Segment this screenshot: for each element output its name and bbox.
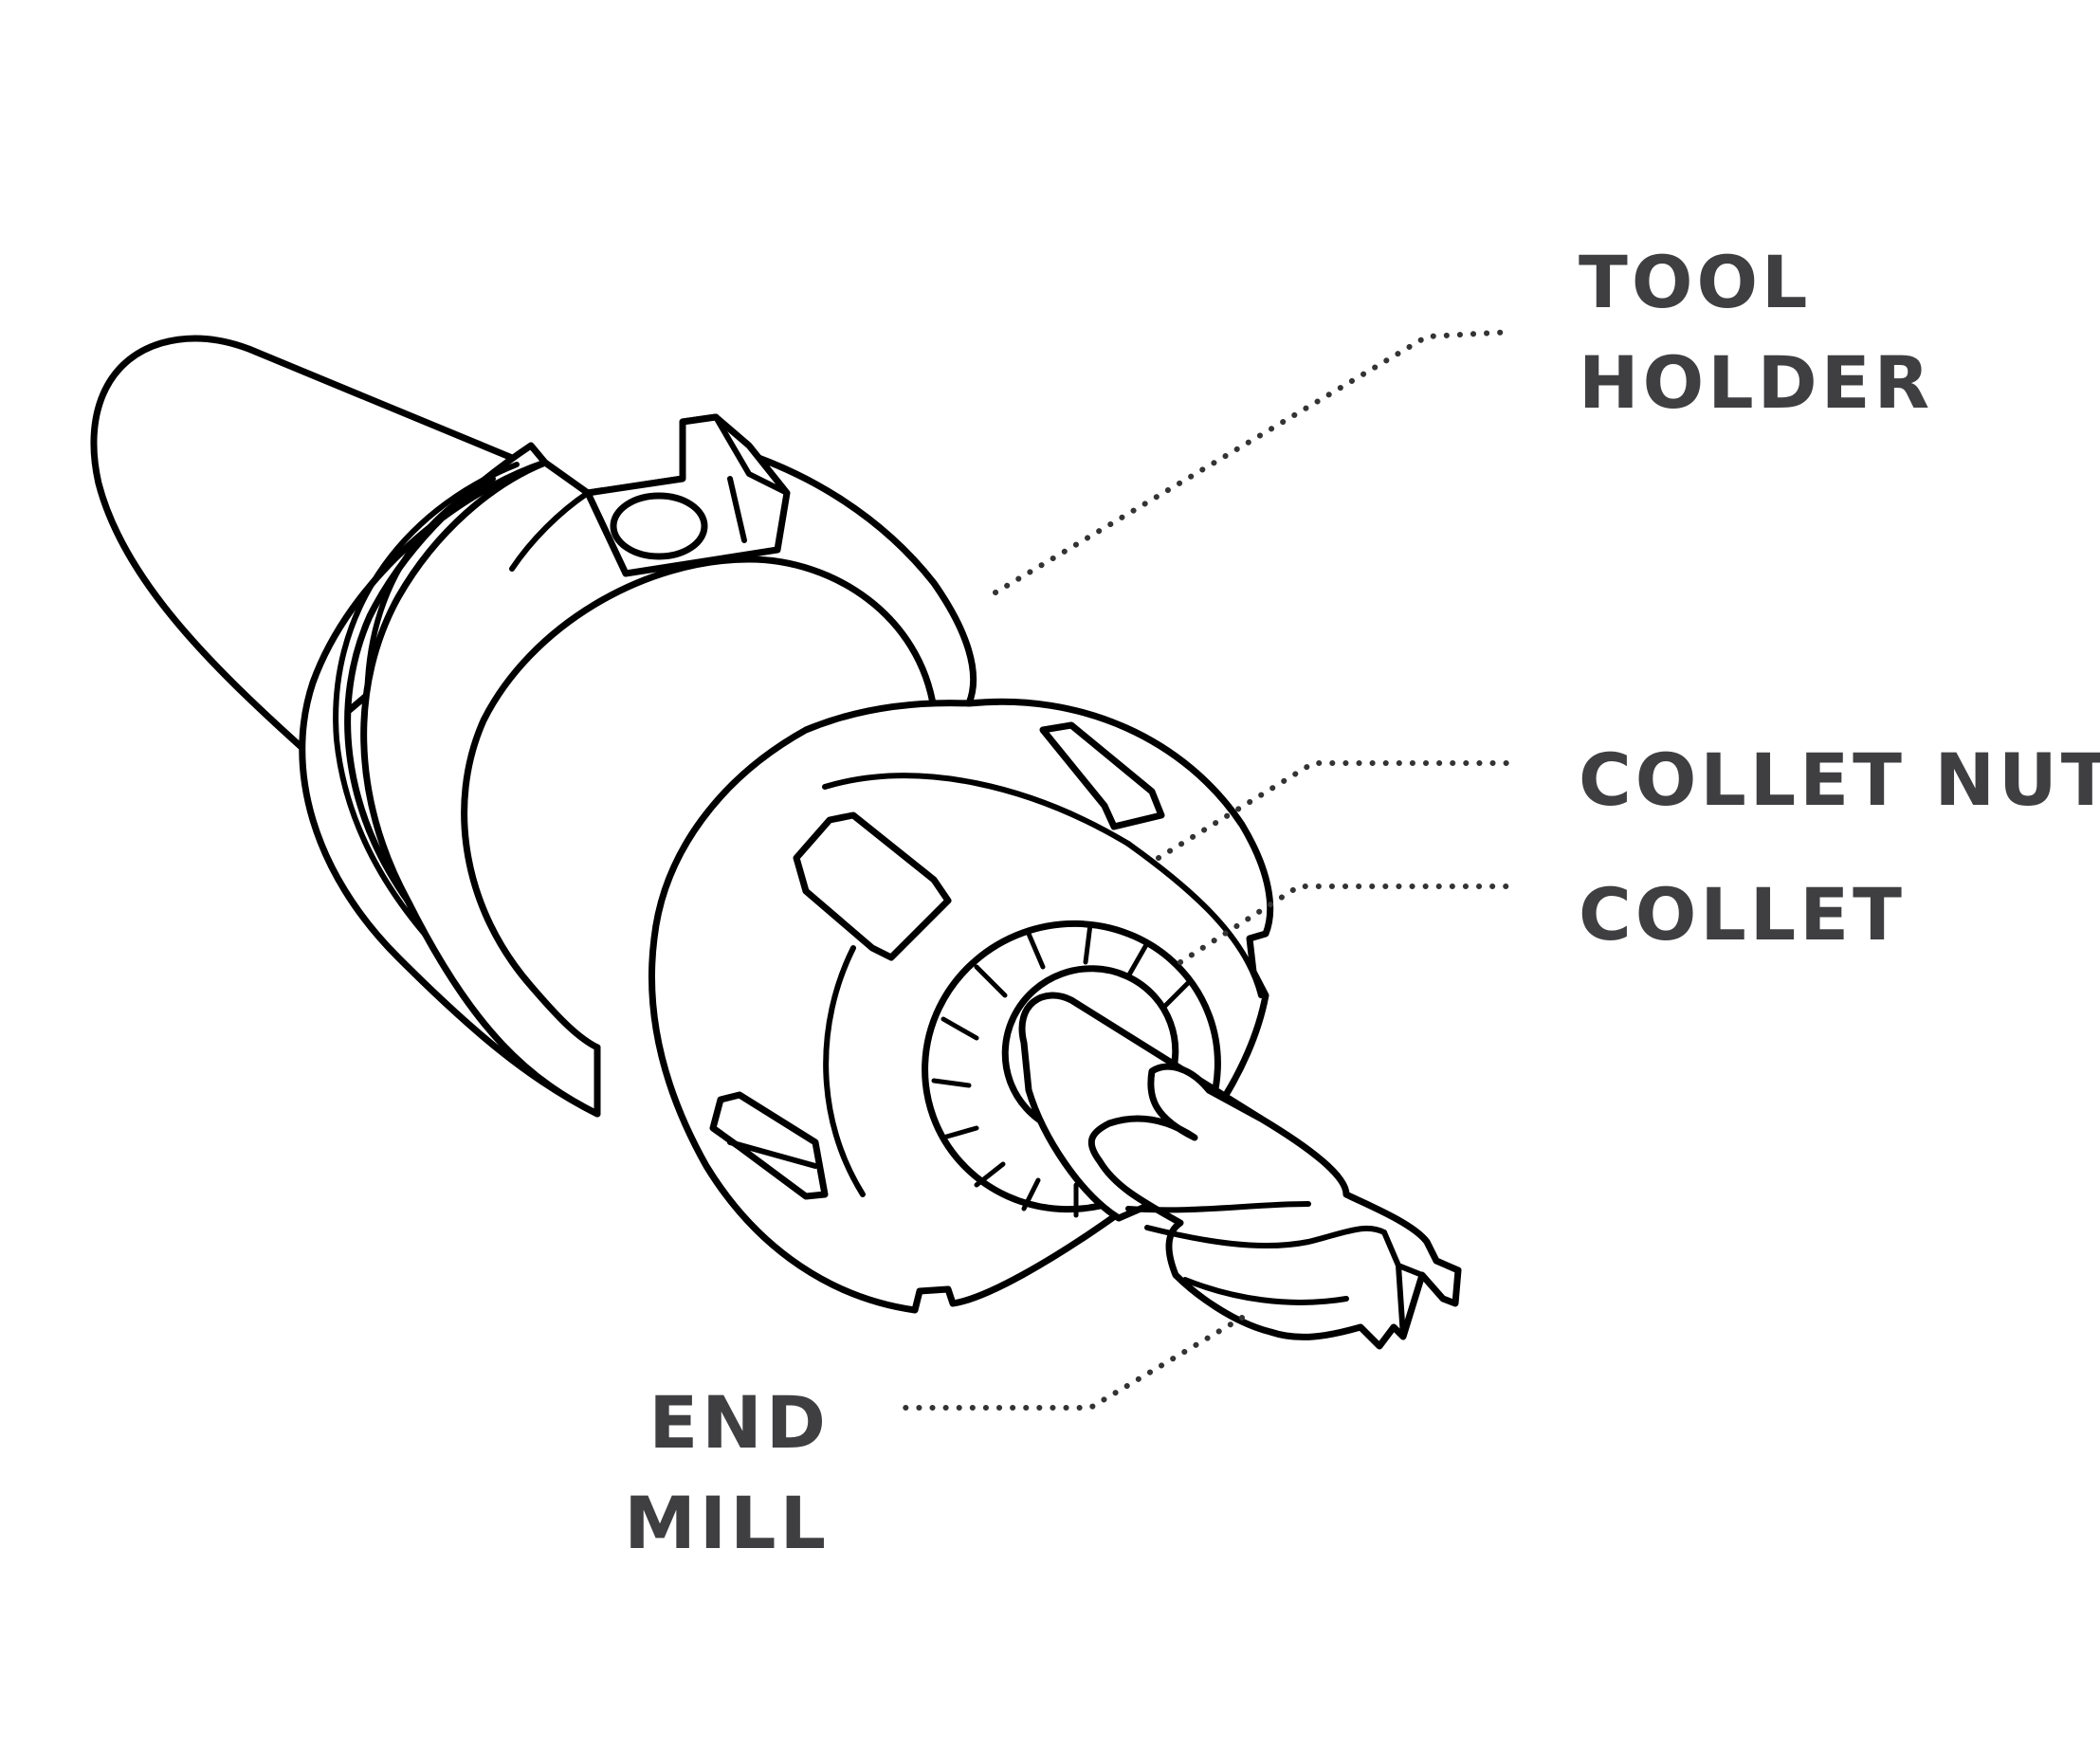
collet-slit-6 — [940, 1016, 979, 1041]
label-collet-text: COLLET — [1579, 872, 1906, 956]
body-edge-line — [509, 490, 591, 572]
label-end-mill-line2: MILL — [624, 1481, 830, 1565]
collet-nut-face-edge — [1125, 841, 1264, 998]
flute-edge-3 — [1182, 1277, 1349, 1305]
wrench-slot-bottom — [709, 1091, 829, 1200]
holder-body — [360, 413, 977, 1118]
drive-slot-key — [713, 414, 790, 543]
label-tool-holder-line1: TOOL — [1579, 240, 1812, 324]
collet-slit-5 — [974, 964, 1008, 998]
orientation-hole — [610, 492, 708, 560]
collet-slit-8 — [940, 1125, 979, 1140]
label-tool-holder: TOOL HOLDER — [1579, 232, 1933, 433]
collet-slit-7 — [931, 1078, 972, 1088]
collet-slit-3 — [1125, 940, 1150, 979]
cutting-tip — [1381, 1230, 1425, 1339]
collet-slit-10 — [1021, 1177, 1041, 1212]
collet-slit-2 — [1083, 921, 1093, 965]
label-collet-nut-text: COLLET NUT — [1579, 738, 2100, 822]
collet-slit-9 — [974, 1161, 1006, 1188]
wrench-slot-top — [1039, 721, 1165, 830]
end-mill-drawing — [1018, 992, 1462, 1350]
leader-tool-holder — [993, 329, 1515, 595]
collet-nut-inner-face — [823, 945, 866, 1197]
label-tool-holder-line2: HOLDER — [1579, 340, 1934, 425]
flute-edge-2 — [1144, 1225, 1387, 1249]
label-end-mill: END MILL — [624, 1373, 830, 1574]
leader-end-mill — [898, 1315, 1245, 1411]
collet-nut-front-rim — [822, 773, 1131, 847]
wrench-slot-left — [793, 811, 952, 961]
collet-slit-1 — [1026, 931, 1046, 970]
wrench-slot-bottom-lip — [727, 1139, 818, 1169]
label-end-mill-line1: END — [648, 1380, 830, 1465]
flute-edge-1 — [1125, 1201, 1311, 1213]
flange-groove-1 — [333, 462, 520, 970]
label-collet-nut: COLLET NUT — [1579, 730, 2100, 830]
label-collet: COLLET — [1579, 865, 1906, 965]
collet-slit-4 — [1159, 978, 1193, 1012]
tool-holder-drawing — [90, 335, 977, 1118]
